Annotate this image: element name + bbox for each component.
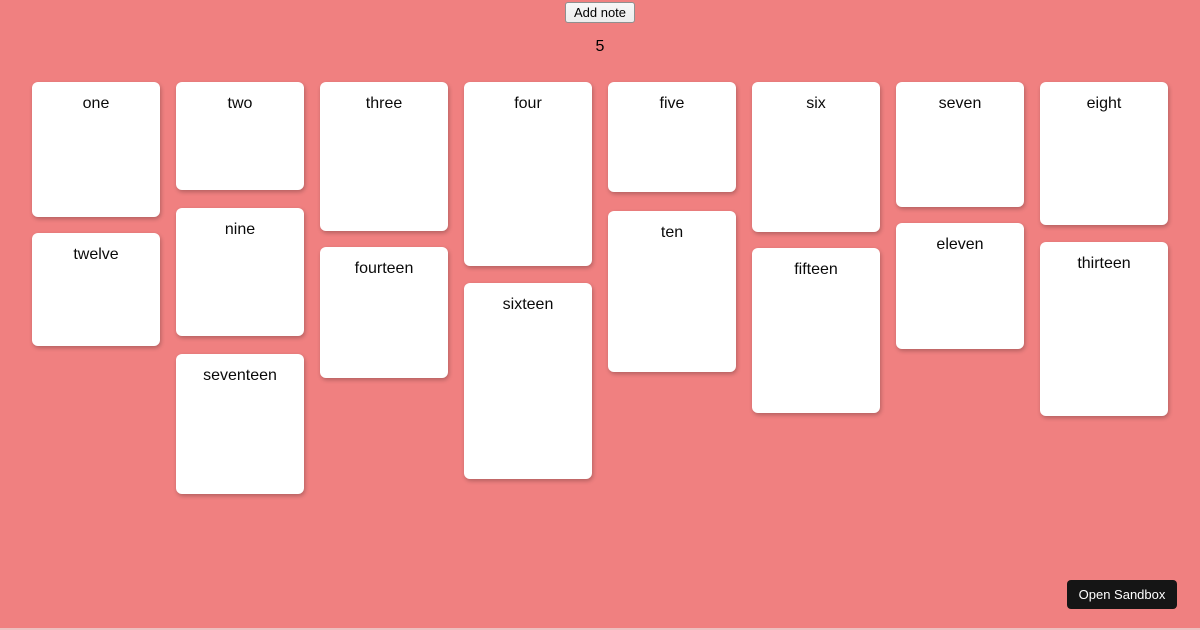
note-card[interactable]: ten bbox=[608, 211, 736, 372]
note-card[interactable]: three bbox=[320, 82, 448, 231]
note-count: 5 bbox=[595, 38, 605, 55]
note-card[interactable]: sixteen bbox=[464, 283, 592, 479]
note-card[interactable]: fourteen bbox=[320, 247, 448, 378]
note-card[interactable]: nine bbox=[176, 208, 304, 336]
topbar: Add note bbox=[0, 2, 1200, 23]
note-card[interactable]: two bbox=[176, 82, 304, 190]
note-card[interactable]: six bbox=[752, 82, 880, 232]
note-card[interactable]: five bbox=[608, 82, 736, 192]
note-card[interactable]: eight bbox=[1040, 82, 1168, 225]
note-card[interactable]: fifteen bbox=[752, 248, 880, 413]
note-card[interactable]: seven bbox=[896, 82, 1024, 207]
note-card[interactable]: one bbox=[32, 82, 160, 217]
open-sandbox-button[interactable]: Open Sandbox bbox=[1067, 580, 1177, 609]
add-note-button[interactable]: Add note bbox=[564, 2, 636, 23]
bottom-scrollbar-track bbox=[0, 628, 1200, 630]
note-card[interactable]: seventeen bbox=[176, 354, 304, 494]
note-card[interactable]: eleven bbox=[896, 223, 1024, 349]
note-card[interactable]: twelve bbox=[32, 233, 160, 346]
note-card[interactable]: thirteen bbox=[1040, 242, 1168, 416]
note-card[interactable]: four bbox=[464, 82, 592, 266]
